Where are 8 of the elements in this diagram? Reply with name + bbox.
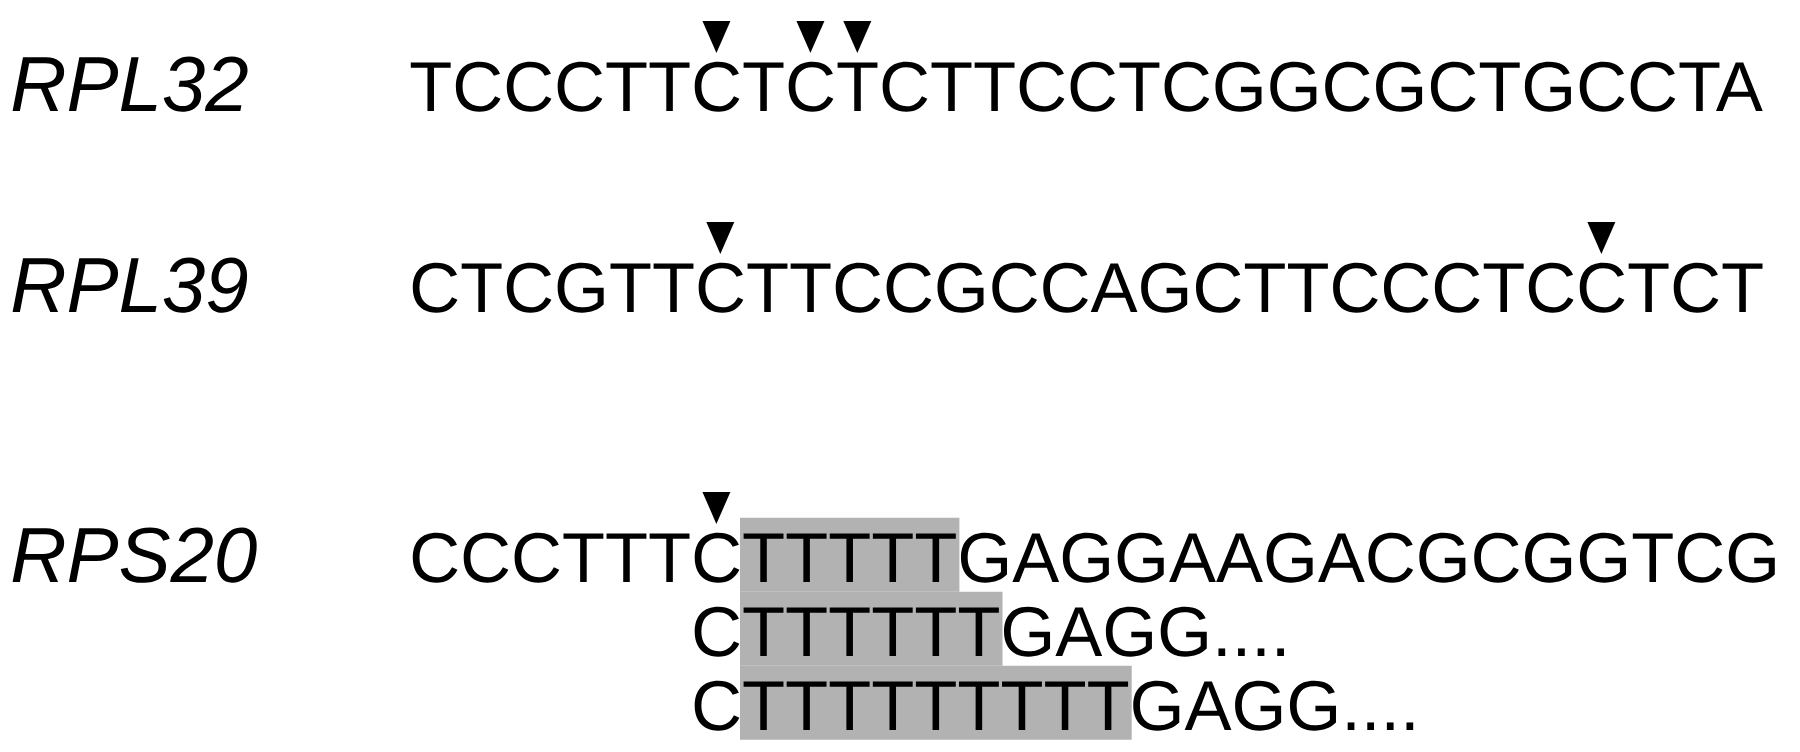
sequence-text: CTCGTTCTTCCGCCAGCTTCCCTCCTCT <box>412 262 1763 313</box>
gene-name: RPL39 <box>12 257 248 313</box>
gene-name: RPL32 <box>12 56 248 112</box>
sequence-text: CCCTTTCTTTTTGAGGAAGACGCGGTCG <box>412 532 1775 583</box>
sequence-text: CTTTTTTTTTGAGG.... <box>694 680 1414 731</box>
gene-name: RPS20 <box>12 527 257 583</box>
sequence-text: CTTTTTTGAGG.... <box>694 606 1284 657</box>
sequence-text: TCCCTTCTCTCTTCCTCGGCGCTGCCTA <box>410 61 1763 112</box>
